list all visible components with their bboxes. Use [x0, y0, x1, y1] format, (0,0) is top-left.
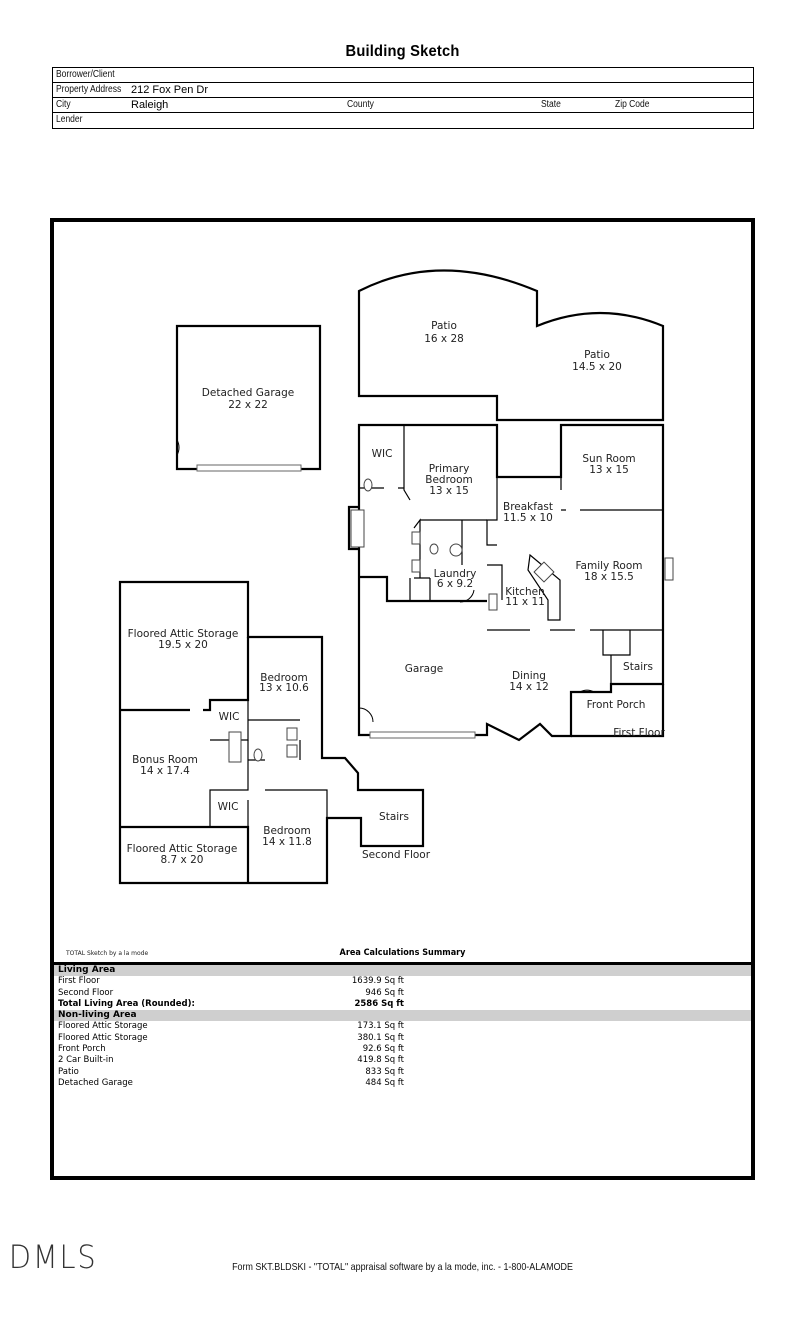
- summary-row: Floored Attic Storage 173.1 Sq ft: [58, 1021, 404, 1032]
- room-stairs-2: Stairs: [379, 811, 409, 823]
- walls: [118, 269, 665, 885]
- sketch-credit: TOTAL Sketch by a la mode: [66, 950, 149, 957]
- room-patio-2: Patio: [584, 349, 610, 361]
- living-area-header: Living Area: [54, 965, 751, 977]
- svg-text:14 x 11.8: 14 x 11.8: [262, 836, 312, 848]
- svg-text:13 x 15: 13 x 15: [589, 464, 629, 476]
- room-laundry: Laundry: [434, 568, 477, 580]
- summary-title: Area Calculations Summary: [339, 948, 466, 958]
- svg-text:22 x 22: 22 x 22: [228, 399, 268, 411]
- room-kitchen: Kitchen: [505, 586, 544, 598]
- room-bonus: Bonus Room: [132, 754, 198, 766]
- lender-label: Lender: [56, 114, 83, 125]
- floor-plan: Patio 16 x 28 Patio 14.5 x 20 Detached G…: [118, 269, 674, 885]
- room-sun-room: Sun Room: [582, 453, 635, 465]
- garage-doors: [196, 464, 476, 739]
- room-wic-1: WIC: [372, 448, 393, 460]
- room-wic-3: WIC: [218, 801, 239, 813]
- room-bedroom-1: Bedroom: [260, 672, 308, 684]
- svg-text:11.5 x 10: 11.5 x 10: [503, 512, 553, 524]
- room-primary-bedroom: Primary: [429, 463, 470, 475]
- sketch-frame: Patio 16 x 28 Patio 14.5 x 20 Detached G…: [50, 218, 755, 1180]
- nonliving-area-header: Non-living Area: [54, 1010, 751, 1022]
- summary-row: Detached Garage 484 Sq ft: [58, 1077, 404, 1088]
- county-label: County: [347, 99, 374, 110]
- borrower-row: Borrower/Client: [53, 68, 753, 83]
- city-label: City: [56, 99, 71, 110]
- svg-text:13 x 10.6: 13 x 10.6: [259, 682, 309, 694]
- form-footer-text: Form SKT.BLDSKI - "TOTAL" appraisal soft…: [232, 1261, 573, 1273]
- svg-text:6 x 9.2: 6 x 9.2: [437, 578, 473, 590]
- room-detached-garage: Detached Garage: [202, 387, 294, 399]
- summary-row: Front Porch 92.6 Sq ft: [58, 1044, 404, 1055]
- interior-walls: [209, 425, 663, 827]
- area-summary-table: Living Area First Floor 1639.9 Sq ft Sec…: [54, 962, 751, 1089]
- svg-text:13 x 15: 13 x 15: [429, 485, 469, 497]
- state-label: State: [541, 99, 561, 110]
- room-breakfast: Breakfast: [503, 501, 553, 513]
- property-header-table: Borrower/Client Property Address 212 Fox…: [52, 67, 754, 129]
- summary-row: First Floor 1639.9 Sq ft: [58, 976, 404, 987]
- svg-text:14.5 x 20: 14.5 x 20: [572, 361, 622, 373]
- borrower-label: Borrower/Client: [56, 69, 115, 80]
- summary-row: Floored Attic Storage 380.1 Sq ft: [58, 1032, 404, 1043]
- room-family-room: Family Room: [575, 560, 642, 572]
- address-value: 212 Fox Pen Dr: [131, 84, 209, 96]
- room-attic-1: Floored Attic Storage: [128, 628, 239, 640]
- room-dining: Dining: [512, 670, 546, 682]
- svg-text:Bedroom: Bedroom: [425, 474, 473, 486]
- svg-text:14 x 12: 14 x 12: [509, 681, 549, 693]
- document-title: Building Sketch: [345, 43, 460, 60]
- svg-text:14 x 17.4: 14 x 17.4: [140, 765, 190, 777]
- svg-text:18 x 15.5: 18 x 15.5: [584, 571, 634, 583]
- room-garage: Garage: [405, 663, 443, 675]
- svg-text:8.7 x 20: 8.7 x 20: [161, 854, 204, 866]
- city-value: Raleigh: [131, 99, 169, 111]
- address-label: Property Address: [56, 84, 122, 95]
- summary-row: 2 Car Built-in 419.8 Sq ft: [58, 1055, 404, 1066]
- room-wic-2: WIC: [219, 711, 240, 723]
- room-labels: Patio 16 x 28 Patio 14.5 x 20 Detached G…: [127, 320, 666, 866]
- door-swings: [176, 439, 595, 723]
- svg-text:16 x 28: 16 x 28: [424, 333, 464, 345]
- svg-text:11 x 11: 11 x 11: [505, 596, 545, 608]
- svg-text:19.5 x 20: 19.5 x 20: [158, 639, 208, 651]
- total-living-row: Total Living Area (Rounded): 2586 Sq ft: [58, 998, 404, 1009]
- room-attic-2: Floored Attic Storage: [127, 843, 238, 855]
- fixtures: [228, 478, 674, 763]
- address-row: Property Address 212 Fox Pen Dr: [53, 83, 753, 98]
- room-bedroom-2: Bedroom: [263, 825, 311, 837]
- room-front-porch: Front Porch: [587, 699, 646, 711]
- summary-row: Patio 833 Sq ft: [58, 1066, 404, 1077]
- room-stairs-1: Stairs: [623, 661, 653, 673]
- city-row: City Raleigh County State Zip Code: [53, 98, 753, 113]
- floor-label-second: Second Floor: [362, 849, 431, 861]
- dmls-logo: DMLS: [8, 1238, 98, 1276]
- zip-label: Zip Code: [615, 99, 650, 110]
- summary-row: Second Floor 946 Sq ft: [58, 987, 404, 998]
- lender-row: Lender: [53, 113, 753, 128]
- room-patio-1: Patio: [431, 320, 457, 332]
- floor-label-first: First Floor: [613, 727, 665, 739]
